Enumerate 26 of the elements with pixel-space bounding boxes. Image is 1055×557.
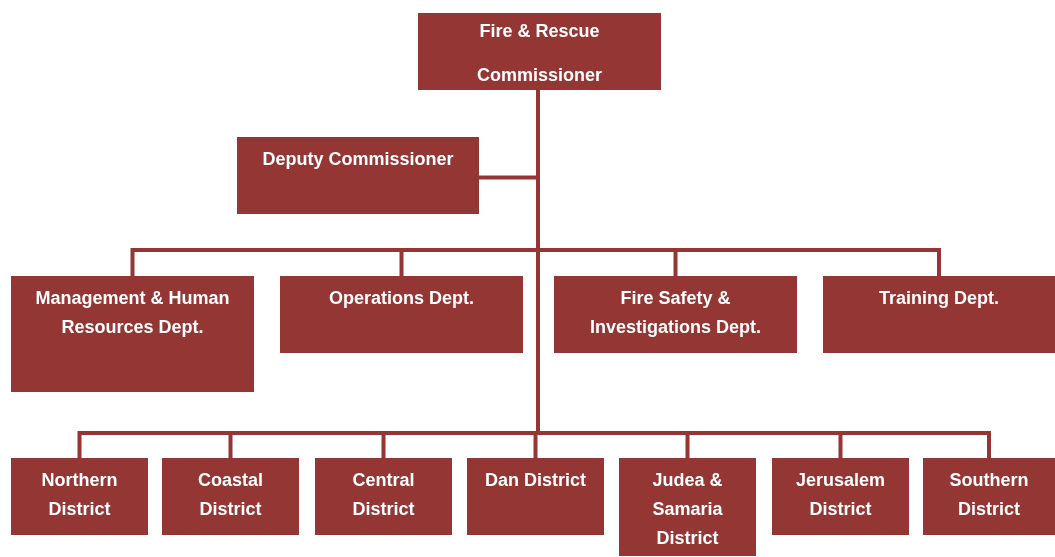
box-label: Judea & Samaria District	[651, 469, 724, 550]
box-label: Jerusalem District	[794, 469, 887, 521]
box-label: Training Dept.	[879, 287, 999, 310]
org-box	[467, 458, 604, 535]
org-box	[772, 458, 909, 535]
box-label: Northern District	[40, 469, 119, 521]
box-label: Central District	[351, 469, 416, 521]
org-box	[237, 137, 479, 214]
org-box	[315, 458, 452, 535]
box-label: Fire & Rescue Commissioner	[475, 20, 603, 87]
box-label: Operations Dept.	[329, 287, 474, 310]
box-label: Dan District	[485, 469, 586, 492]
org-box	[418, 13, 661, 90]
org-box	[280, 276, 523, 353]
box-label: Management & Human Resources Dept.	[34, 287, 231, 339]
org-box	[823, 276, 1055, 353]
org-box	[11, 458, 148, 535]
org-box	[554, 276, 797, 353]
box-label: Southern District	[948, 469, 1030, 521]
box-label: Deputy Commissioner	[262, 148, 454, 171]
org-box	[923, 458, 1055, 535]
org-box	[619, 458, 756, 556]
org-box	[162, 458, 299, 535]
org-box	[11, 276, 254, 392]
box-label: Coastal District	[197, 469, 264, 521]
box-label: Fire Safety & Investigations Dept.	[589, 287, 762, 339]
